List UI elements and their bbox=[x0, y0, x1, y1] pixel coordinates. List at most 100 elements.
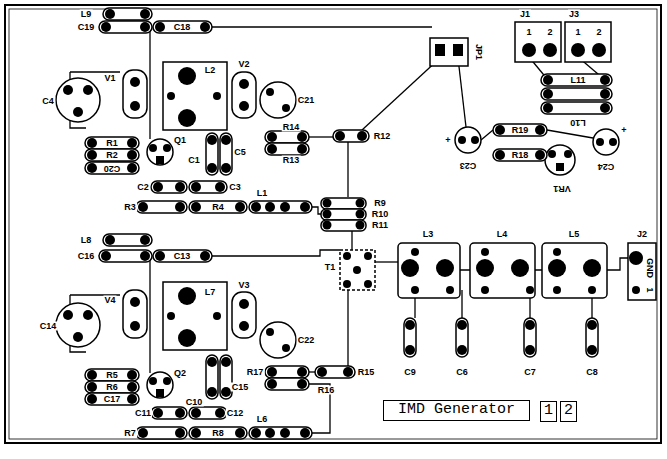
solder-pad-part bbox=[156, 389, 164, 397]
solder-pad-part bbox=[267, 367, 277, 377]
part-label: L10 bbox=[569, 118, 587, 127]
solder-pad-part bbox=[357, 131, 367, 141]
component-outline-part bbox=[541, 102, 612, 114]
solder-pad-part bbox=[191, 182, 201, 192]
part-label: R5 bbox=[105, 371, 119, 380]
part-label: C7 bbox=[523, 368, 537, 377]
solder-pad-part bbox=[600, 75, 610, 85]
part-label: R3 bbox=[123, 203, 137, 212]
solder-pad-part bbox=[343, 367, 353, 377]
trimmer-capacitor-outline-part bbox=[455, 127, 481, 153]
part-label: L2 bbox=[204, 66, 217, 75]
solder-pad-part bbox=[87, 138, 97, 148]
solder-pad-part bbox=[153, 182, 163, 192]
component-outline-part bbox=[136, 427, 187, 439]
solder-pad-part bbox=[221, 163, 231, 173]
solder-pad-part bbox=[130, 77, 140, 87]
solder-pad-part bbox=[191, 408, 201, 418]
component-outline-part bbox=[136, 201, 187, 213]
solder-pad-part bbox=[543, 43, 557, 57]
solder-pad-part bbox=[239, 299, 249, 309]
solder-pad-part bbox=[297, 367, 307, 377]
part-label: V1 bbox=[103, 74, 116, 83]
solder-pad bbox=[63, 9, 643, 438]
part-label: R4 bbox=[211, 203, 225, 212]
solder-pad-part bbox=[323, 199, 332, 208]
solder-pad-part bbox=[221, 357, 231, 367]
part-label: Q2 bbox=[173, 369, 187, 378]
inductor-outline bbox=[163, 62, 607, 350]
solder-pad-part bbox=[535, 125, 545, 135]
solder-pad-part bbox=[266, 88, 274, 96]
component-outline-part bbox=[85, 149, 139, 161]
part-label: J2 bbox=[636, 230, 648, 239]
crystal-outline-part bbox=[123, 70, 147, 118]
part-label: R8 bbox=[211, 429, 225, 438]
solder-pad-part bbox=[587, 320, 597, 330]
solder-pad-part bbox=[83, 85, 93, 95]
component-outline-part bbox=[85, 393, 139, 405]
solder-pad-part bbox=[556, 163, 564, 171]
solder-pad-part bbox=[87, 163, 97, 173]
solder-pad-part bbox=[476, 259, 494, 277]
part-label: L11 bbox=[569, 76, 586, 85]
solder-pad-part bbox=[130, 101, 140, 111]
part-label: L8 bbox=[80, 236, 93, 245]
component-outline-part bbox=[321, 220, 366, 231]
copper-trace-part bbox=[149, 27, 150, 139]
part-label: L6 bbox=[256, 415, 269, 424]
component-outline-part bbox=[85, 369, 139, 381]
solder-pad-part bbox=[200, 251, 210, 261]
part-label: R6 bbox=[105, 383, 119, 392]
solder-pad-part bbox=[265, 428, 275, 438]
board-border-part bbox=[5, 5, 661, 443]
component-outline-part bbox=[249, 427, 312, 439]
solder-pad-part bbox=[564, 150, 572, 158]
solder-pad-part bbox=[221, 387, 231, 397]
solder-pad-part bbox=[297, 379, 307, 389]
solder-pad-part bbox=[525, 345, 535, 355]
component-outline-part bbox=[456, 318, 468, 357]
solder-pad-part bbox=[548, 259, 566, 277]
solder-pad-part bbox=[207, 387, 217, 397]
part-label: C15 bbox=[231, 383, 250, 392]
part-label: R19 bbox=[511, 126, 530, 135]
solder-pad-part bbox=[156, 156, 164, 164]
component-outline-part bbox=[85, 162, 139, 174]
connector-outline-part bbox=[628, 243, 656, 300]
part-label: L1 bbox=[256, 189, 269, 198]
title-box: IMD Generator bbox=[383, 400, 530, 421]
solder-pad-part bbox=[191, 428, 201, 438]
solder-pad-part bbox=[87, 150, 97, 160]
solder-pad-part bbox=[495, 150, 505, 160]
part-label: C2 bbox=[136, 183, 150, 192]
solder-pad-part bbox=[130, 297, 140, 307]
part-label: C17 bbox=[103, 395, 122, 404]
component-outline-part bbox=[220, 133, 232, 175]
solder-pad-part bbox=[548, 150, 556, 158]
trimmer-capacitor-outline bbox=[56, 78, 619, 358]
copper-trace-part bbox=[351, 231, 352, 250]
solder-pad-part bbox=[127, 163, 137, 173]
solder-pad-part bbox=[535, 150, 545, 160]
component-outline-part bbox=[586, 318, 598, 357]
component-outline-part bbox=[333, 130, 369, 142]
trimmer-capacitor-outline-part bbox=[260, 82, 296, 118]
solder-pad-part bbox=[239, 321, 249, 331]
solder-pad-part bbox=[405, 345, 415, 355]
solder-pad-part bbox=[140, 9, 150, 19]
part-label: L9 bbox=[80, 10, 93, 19]
copper-trace bbox=[70, 27, 629, 433]
part-label: R13 bbox=[282, 156, 301, 165]
solder-pad-part bbox=[364, 280, 372, 288]
solder-pad-part bbox=[73, 332, 83, 342]
component-outline-part bbox=[85, 137, 139, 149]
trimmer-capacitor-outline-part bbox=[260, 322, 296, 358]
component-outline-part bbox=[493, 124, 547, 136]
part-label: R9 bbox=[373, 199, 387, 208]
solder-pad-part bbox=[127, 150, 137, 160]
solder-pad-part bbox=[149, 377, 157, 385]
inductor-outline-part bbox=[398, 243, 460, 298]
solder-pad-part bbox=[267, 132, 277, 142]
solder-pad-part bbox=[178, 109, 196, 127]
